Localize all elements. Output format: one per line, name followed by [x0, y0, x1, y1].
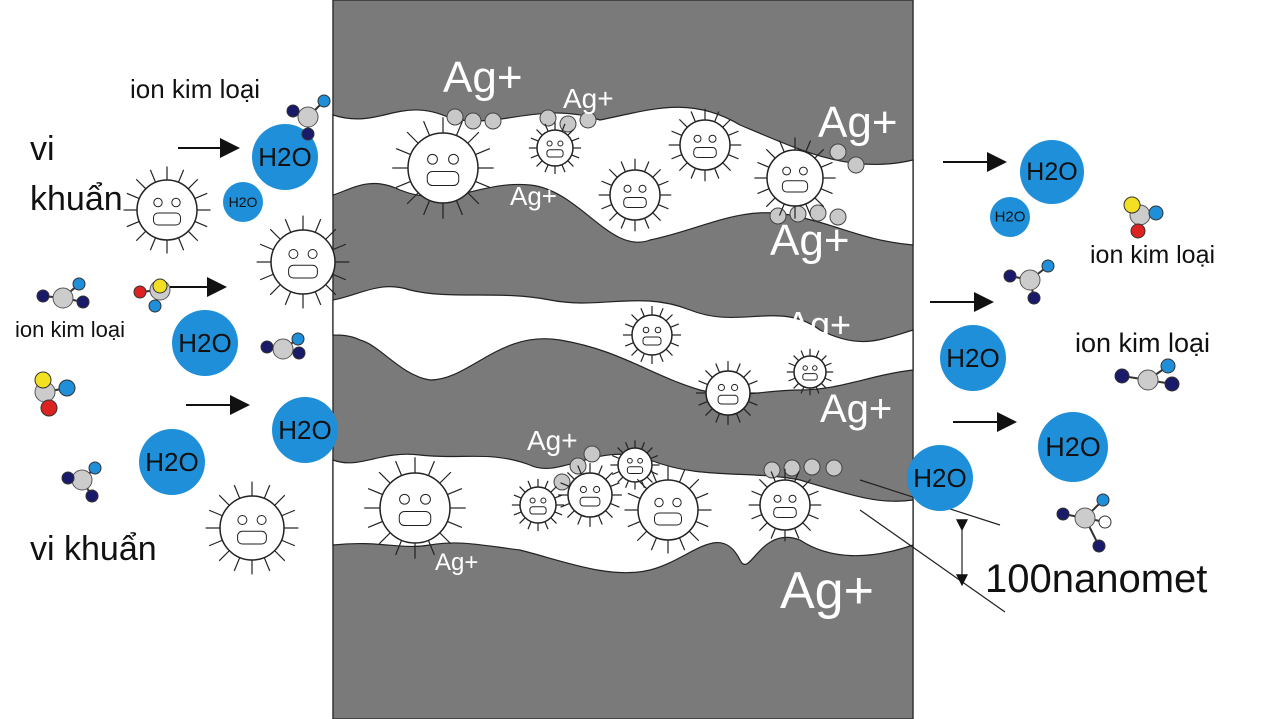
silver-ion-label: Ag+	[510, 181, 557, 211]
silver-ion-label: Ag+	[443, 53, 523, 102]
metal-ion-molecules	[34, 94, 1180, 553]
metal-ion-molecule-icon	[34, 371, 76, 417]
metal-ion-molecule-icon	[286, 94, 331, 141]
water-label: H2O	[995, 209, 1026, 226]
silver-bead	[579, 111, 597, 129]
bacterium-icon	[748, 468, 822, 542]
silver-bead	[829, 208, 847, 226]
bacteria-label: khuẩn	[30, 180, 123, 218]
metal-ion-molecule-icon	[1056, 493, 1112, 553]
silver-bead	[583, 445, 601, 463]
water-molecule-icon: H2O	[1038, 412, 1108, 482]
bacteria-label: vi	[30, 130, 55, 168]
water-molecule-icon: H2O	[272, 397, 338, 463]
bacterium-icon	[610, 440, 660, 490]
pore-channel-bottom	[332, 453, 914, 574]
water-molecule-icon: H2O	[252, 124, 318, 190]
water-molecule-icon: H2O	[139, 429, 205, 495]
water-molecules: H2O H2O H2O H2O H2O H2O H2O H2O H2O H2O	[139, 124, 1108, 511]
metal-ion-molecule-icon	[61, 461, 102, 503]
bacteria-group	[123, 108, 836, 575]
pore-channel-middle	[332, 286, 914, 396]
metal-ion-molecule-icon	[1123, 196, 1164, 239]
water-label: H2O	[1026, 158, 1077, 186]
silver-ion-label: Ag+	[770, 216, 850, 265]
silver-bead	[829, 143, 847, 161]
silver-bead	[769, 207, 787, 225]
bacterium-icon	[668, 108, 742, 182]
water-label: H2O	[946, 343, 999, 373]
bacterium-icon	[696, 361, 760, 425]
silver-ion-labels: Ag+ Ag+ Ag+ Ag+ Ag+ Ag+ Ag+ Ag+ Ag+ Ag+	[435, 53, 898, 620]
silver-bead	[539, 109, 557, 127]
bacterium-icon	[623, 306, 681, 364]
silver-bead	[446, 108, 464, 126]
metal-ion-molecule-icon	[36, 277, 90, 309]
water-molecule-icon: H2O	[990, 197, 1030, 237]
silver-bead	[763, 461, 781, 479]
bacterium-icon	[392, 117, 494, 219]
water-label: H2O	[258, 142, 311, 172]
silver-bead	[553, 473, 571, 491]
bacterium-icon	[364, 457, 466, 559]
silver-ion-label: Ag+	[563, 83, 614, 114]
water-label: H2O	[229, 194, 258, 210]
silver-ion-label: Ag+	[818, 98, 898, 147]
water-label: H2O	[913, 463, 966, 493]
silver-ion-label: Ag+	[820, 387, 892, 431]
metal-ion-label: ion kim loại	[130, 74, 260, 104]
bacterium-icon	[754, 137, 836, 219]
bacterium-icon	[558, 463, 622, 527]
bacterium-icon	[624, 466, 712, 554]
water-molecule-icon: H2O	[172, 310, 238, 376]
silver-bead	[559, 115, 577, 133]
silver-beads	[446, 108, 865, 491]
water-molecule-icon: H2O	[1020, 140, 1084, 204]
metal-ion-molecule-icon	[1114, 358, 1180, 392]
metal-ion-label: ion kim loại	[1075, 328, 1210, 358]
water-label: H2O	[278, 415, 331, 445]
bacterium-icon	[205, 481, 299, 575]
metal-ion-label: ion kim loại	[15, 317, 125, 342]
metal-ion-molecule-icon	[260, 332, 306, 360]
scale-label: 100nanomet	[985, 557, 1207, 601]
metal-ion-molecule-icon	[1003, 259, 1055, 305]
bacterium-icon	[511, 478, 565, 532]
water-label: H2O	[145, 447, 198, 477]
bacterium-icon	[123, 166, 211, 254]
flow-arrows	[170, 138, 1017, 432]
silver-bead	[825, 459, 843, 477]
silver-bead	[803, 458, 821, 476]
metal-ion-label: ion kim loại	[1090, 241, 1215, 269]
bacterium-icon	[256, 215, 350, 309]
bacterium-icon	[598, 158, 672, 232]
bacteria-label: vi khuẩn	[30, 530, 157, 568]
silver-bead	[464, 112, 482, 130]
water-molecule-icon: H2O	[907, 445, 973, 511]
water-label: H2O	[1045, 432, 1101, 462]
scale-line-bottom	[859, 509, 1006, 613]
silver-bead	[484, 112, 502, 130]
silver-bead	[847, 156, 865, 174]
water-molecule-icon: H2O	[940, 325, 1006, 391]
silver-ion-label: Ag+	[527, 425, 578, 456]
silver-ion-label: Ag+	[780, 562, 874, 620]
silver-ion-label: Ag+	[786, 304, 851, 345]
silver-bead	[783, 459, 801, 477]
water-molecule-icon: H2O	[223, 182, 263, 222]
bacterium-icon	[528, 121, 582, 175]
water-label: H2O	[178, 328, 231, 358]
silver-ion-label: Ag+	[435, 549, 478, 576]
metal-ion-molecule-icon	[133, 278, 171, 313]
bacterium-icon	[786, 348, 834, 396]
